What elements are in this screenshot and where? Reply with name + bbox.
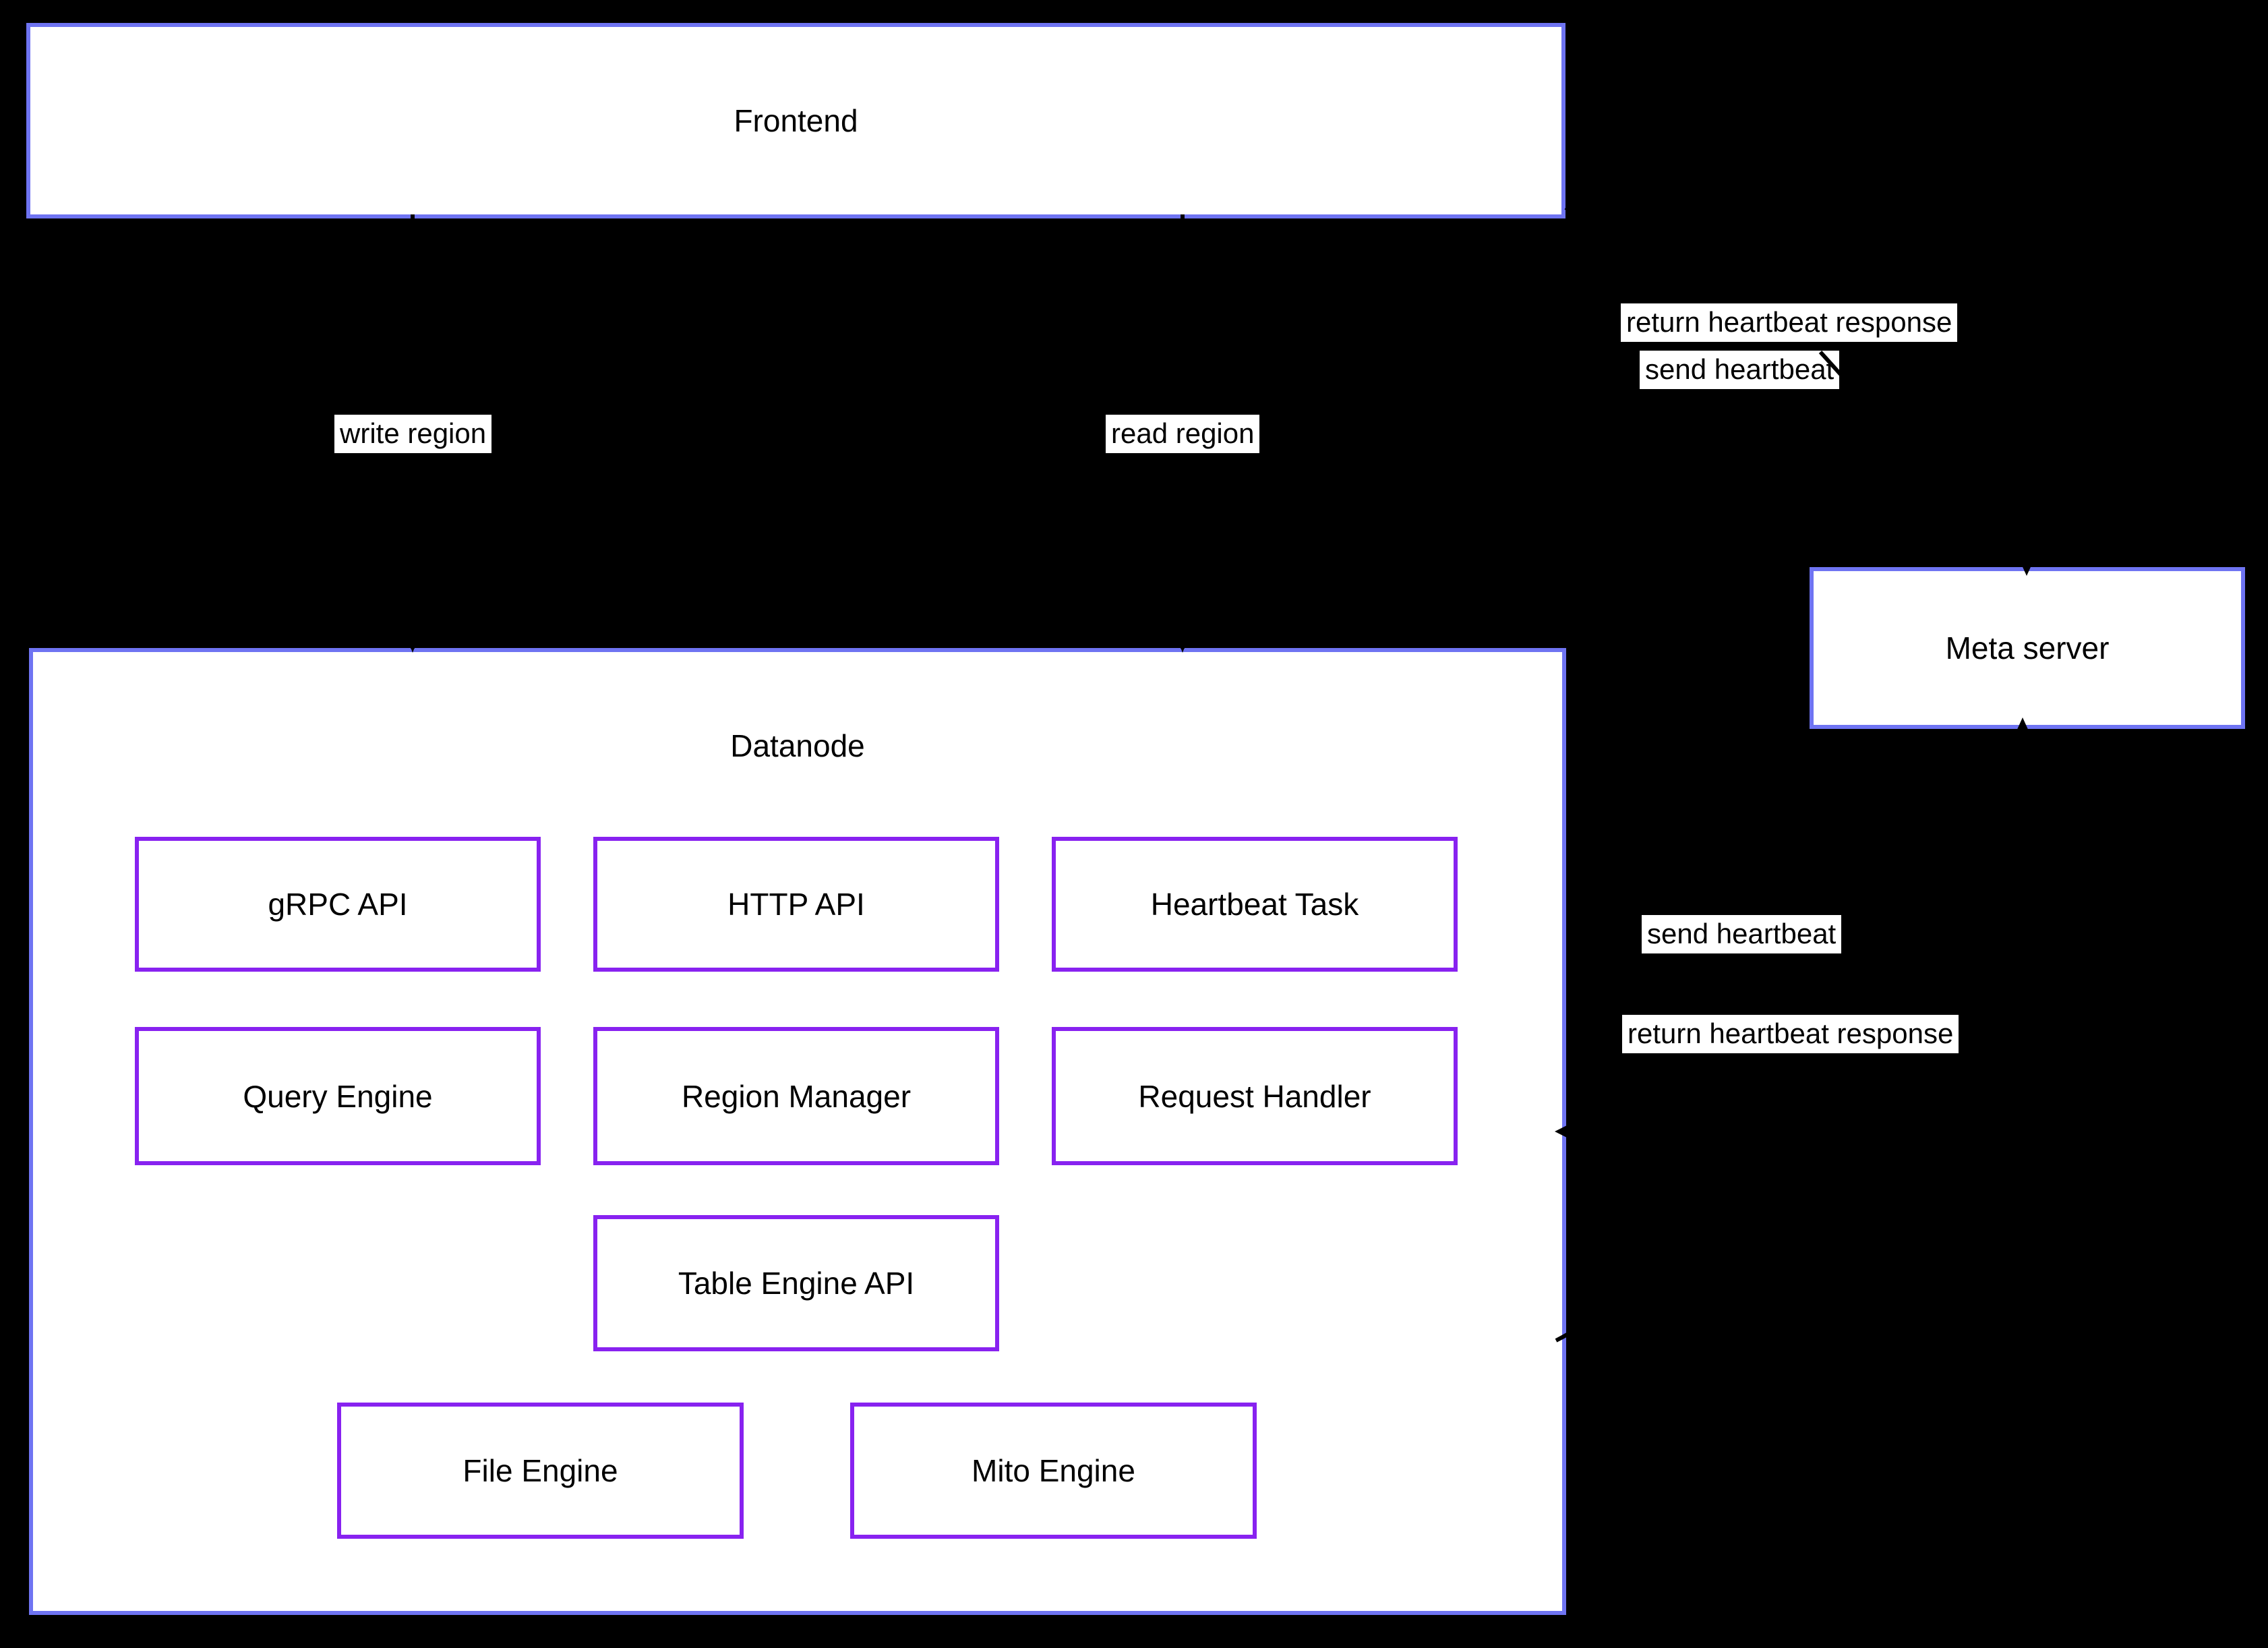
edge-label-write-region: write region (334, 415, 492, 453)
frontend-label: Frontend (734, 103, 858, 138)
edge-label-datanode-return-heartbeat: return heartbeat response (1622, 1015, 1959, 1053)
edge-label-frontend-send-heartbeat: send heartbeat (1640, 351, 1840, 389)
datanode-node: Datanode gRPC API HTTP API Heartbeat Tas… (29, 648, 1566, 1615)
file-engine-label: File Engine (462, 1453, 618, 1488)
request-handler-label: Request Handler (1138, 1078, 1371, 1114)
meta-server-label: Meta server (1945, 630, 2110, 666)
table-engine-api-label: Table Engine API (678, 1266, 915, 1301)
table-engine-api-node: Table Engine API (593, 1215, 999, 1351)
grpc-api-label: gRPC API (268, 887, 408, 922)
heartbeat-task-node: Heartbeat Task (1052, 837, 1458, 972)
file-engine-node: File Engine (337, 1403, 744, 1539)
mito-engine-node: Mito Engine (850, 1403, 1257, 1539)
query-engine-node: Query Engine (135, 1027, 541, 1165)
arrowhead-frontend-right (1565, 167, 1579, 186)
region-manager-node: Region Manager (593, 1027, 999, 1165)
edge-label-datanode-send-heartbeat: send heartbeat (1642, 915, 1842, 953)
http-api-label: HTTP API (727, 887, 865, 922)
meta-server-node: Meta server (1810, 567, 2245, 729)
http-api-node: HTTP API (593, 837, 999, 972)
query-engine-label: Query Engine (243, 1078, 433, 1114)
datanode-label: Datanode (730, 728, 865, 763)
frontend-node: Frontend (26, 23, 1565, 218)
request-handler-node: Request Handler (1052, 1027, 1458, 1165)
edge-label-read-region: read region (1106, 415, 1260, 453)
region-manager-label: Region Manager (681, 1078, 912, 1114)
mito-engine-label: Mito Engine (972, 1453, 1135, 1488)
edge-label-frontend-return-heartbeat: return heartbeat response (1621, 303, 1958, 342)
heartbeat-task-label: Heartbeat Task (1150, 887, 1359, 922)
grpc-api-node: gRPC API (135, 837, 541, 972)
